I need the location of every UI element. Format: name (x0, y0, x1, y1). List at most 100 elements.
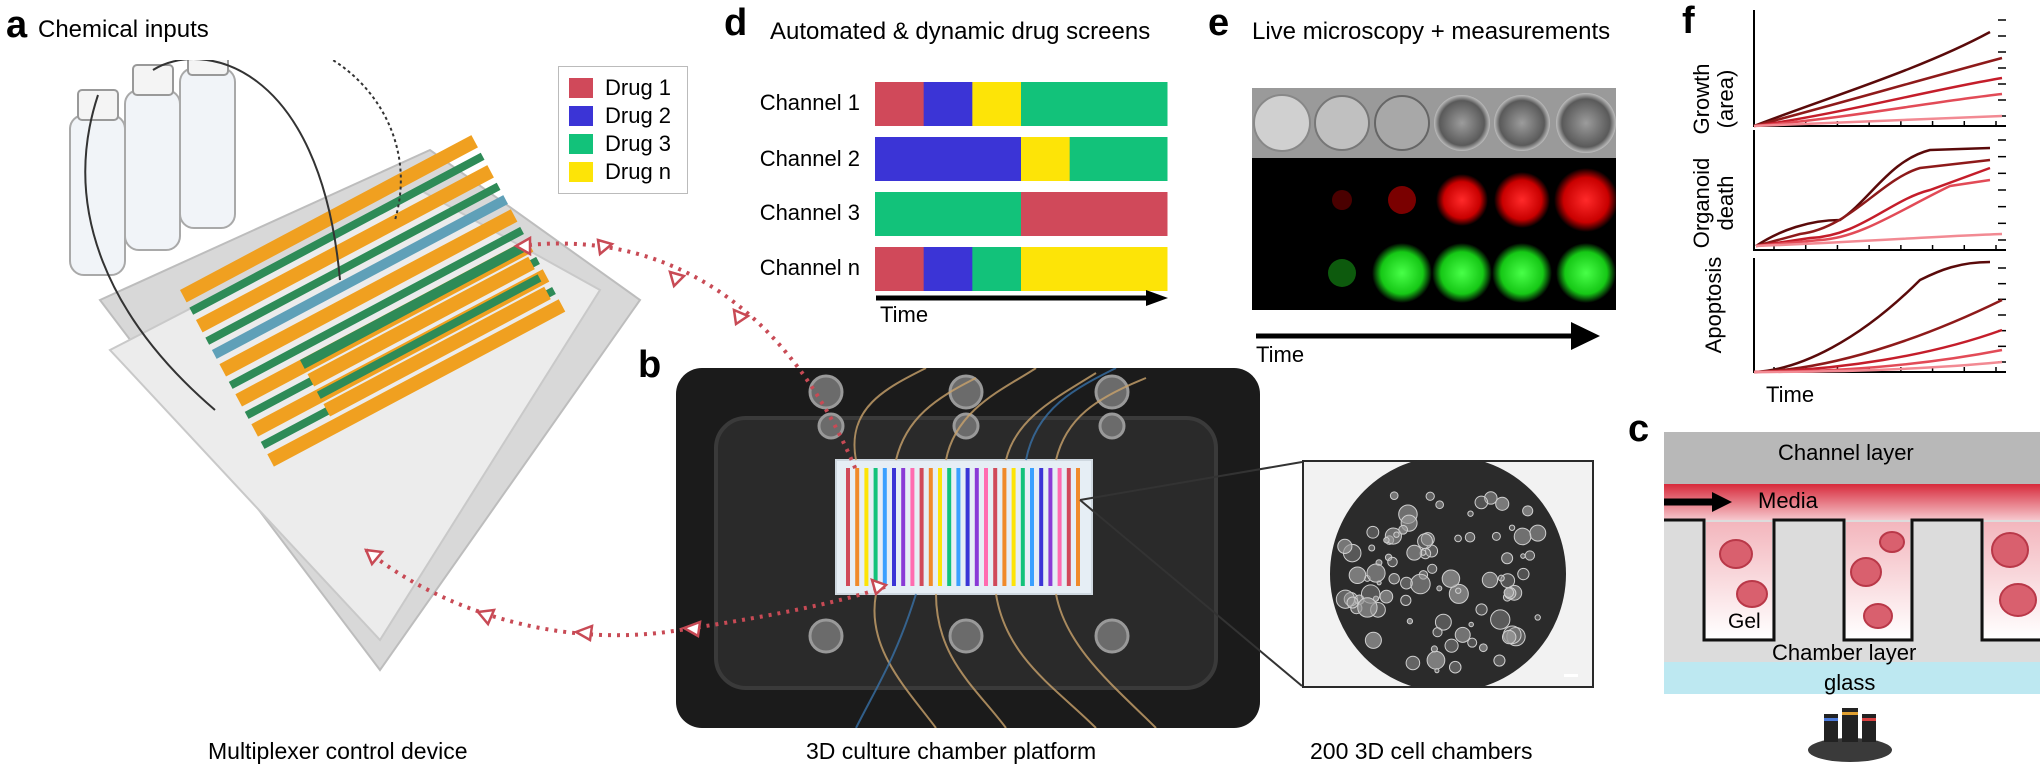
chip-channel-stripe (1066, 468, 1071, 586)
legend-label: Drug 3 (605, 131, 672, 156)
cell-organoid (1434, 668, 1440, 674)
cell-organoid (1435, 500, 1444, 510)
legend-swatch (569, 134, 593, 154)
response-curve (1753, 30, 1991, 128)
cell-organoid (1427, 563, 1438, 574)
cell-organoid (1417, 533, 1433, 550)
schedule-segment (923, 247, 973, 291)
cell-organoid (1508, 524, 1516, 531)
cell-organoid (1387, 556, 1398, 568)
cell-organoid (1430, 645, 1438, 653)
drug-legend: Drug 1 Drug 2 Drug 3 Drug n (558, 66, 688, 194)
cell-organoid (1432, 627, 1443, 638)
culture-chamber-platform-photo (676, 368, 1260, 728)
cell-organoid (1491, 531, 1501, 541)
response-curve (1753, 114, 2003, 128)
channel-label: Channel n (759, 255, 860, 280)
legend-entry: Drug 3 (569, 131, 671, 157)
chip-channel-stripe (938, 468, 942, 586)
legend-entry: Drug 2 (569, 103, 671, 129)
legend-entry: Drug n (569, 159, 671, 185)
panel-b-zoom-caption: 200 3D cell chambers (1310, 738, 1533, 764)
cell-organoid (1406, 544, 1423, 561)
cell-organoid (1454, 534, 1462, 543)
panel-b-letter: b (638, 344, 662, 386)
legend-label: Drug 2 (605, 103, 672, 128)
chip-channel-stripe (1057, 468, 1062, 586)
cell-organoid (1400, 576, 1413, 590)
channel-label: Channel 2 (759, 146, 860, 171)
cell-organoid (1448, 660, 1462, 674)
response-curves-chart (1753, 10, 2006, 374)
cell-organoid (1455, 587, 1462, 594)
cell-organoid (1398, 524, 1409, 535)
cell-organoid (1493, 654, 1506, 667)
legend-label: Drug n (605, 159, 672, 184)
chip-channel-stripe (1039, 468, 1044, 586)
legend-swatch (569, 78, 593, 98)
cell-organoid (1420, 532, 1435, 547)
channel-label: Channel 1 (759, 90, 860, 115)
schedule-segment (875, 192, 1022, 236)
schedule-segment (875, 247, 925, 291)
panel-a-title: Chemical inputs (38, 16, 209, 43)
schedule-segment (1069, 137, 1168, 181)
cell-chambers-micrograph (1302, 460, 1594, 688)
cell-organoid (1454, 626, 1471, 643)
schedule-segment (875, 82, 925, 126)
cell-organoid (1366, 563, 1386, 583)
response-curve (1755, 166, 1991, 248)
axis-line (1753, 130, 2006, 251)
chip-channel-stripe (1048, 468, 1053, 586)
cell-organoid (1434, 613, 1452, 631)
cell-organoid (1524, 550, 1536, 561)
panel-a-caption: Multiplexer control device (208, 738, 468, 764)
chip-channel-stripe (901, 468, 906, 586)
cell-organoid (1495, 496, 1510, 511)
schedule-time-arrow (876, 290, 1168, 306)
response-curve (1755, 158, 1991, 248)
panel-a-letter: a (6, 4, 28, 46)
cell-organoid (1335, 589, 1355, 609)
cell-organoid (1534, 614, 1541, 621)
microscopy-time-arrow (1256, 322, 1600, 350)
chip-channel-stripe (974, 468, 979, 586)
cell-organoid (1441, 569, 1461, 588)
chip-channel-stripe (919, 468, 924, 586)
cell-organoid (1410, 573, 1431, 595)
glass-label: glass (1824, 670, 1876, 695)
cell-organoid (1436, 585, 1443, 592)
chip-channel-stripe (1011, 468, 1016, 586)
gel-label: Gel (1728, 610, 1761, 633)
schedule-segment (923, 82, 973, 126)
chip-channel-stripe (910, 468, 915, 586)
chip-channel-stripe (873, 468, 878, 586)
schedule-segment (972, 82, 1022, 126)
legend-swatch (569, 162, 593, 182)
legend-swatch (569, 106, 593, 126)
chip-channel-stripe (928, 468, 933, 586)
response-curve (1755, 232, 2003, 248)
chip-channel-stripe (1002, 468, 1007, 586)
cell-organoid (1337, 538, 1353, 554)
cell-organoid (1513, 527, 1532, 546)
schedule-segment (1021, 192, 1168, 236)
legend-entry: Drug 1 (569, 75, 671, 101)
panel-e-title: Live microscopy + measurements (1252, 18, 1611, 45)
multiplexer-device-illustration (69, 60, 642, 672)
chip-channel-stripe (1076, 468, 1080, 586)
cell-organoid (1501, 552, 1514, 565)
response-curve (1755, 178, 1991, 248)
panel-f-letter: f (1682, 0, 1695, 42)
chip-channel-stripe (882, 468, 887, 586)
cell-organoid (1393, 531, 1400, 538)
cell-organoid (1346, 596, 1359, 609)
cell-organoid (1497, 574, 1505, 582)
cell-organoid (1444, 638, 1459, 653)
cell-organoid (1379, 589, 1394, 604)
cell-organoid (1464, 532, 1476, 543)
cell-organoid (1406, 618, 1414, 625)
cell-organoid (1517, 567, 1530, 581)
drug-schedule-bars (875, 82, 1168, 291)
